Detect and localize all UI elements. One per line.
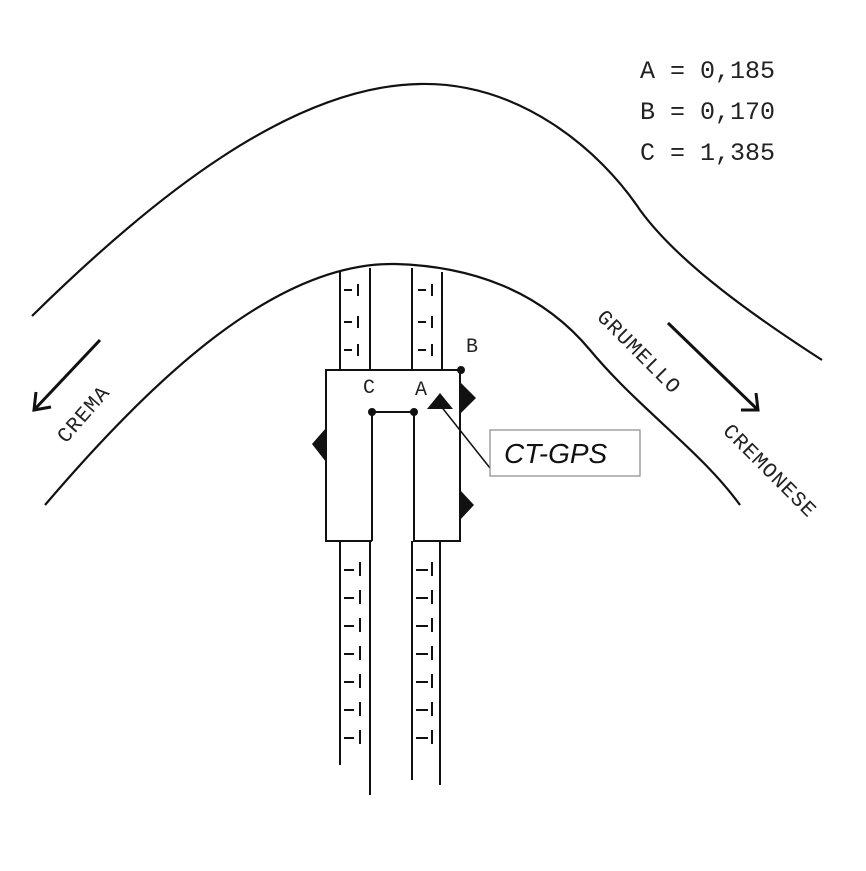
- junction-structure: [325, 369, 461, 542]
- main-road-outer-edge: [31, 82, 823, 361]
- side-road-ties: [344, 284, 433, 744]
- callout-leader-line: [439, 404, 491, 469]
- point-a-triangle-icon: [427, 393, 453, 409]
- point-label-c: C: [363, 377, 375, 400]
- side-road: [339, 268, 443, 795]
- marker-left-icon: [312, 428, 326, 462]
- legend-line-b: B = 0,170: [640, 98, 775, 127]
- point-label-a: A: [415, 379, 427, 402]
- main-road-inner-edge: [44, 262, 741, 506]
- label-grumello: GRUMELLO: [591, 307, 684, 400]
- legend: A = 0,185 B = 0,170 C = 1,385: [640, 57, 775, 168]
- marker-right-bottom-icon: [460, 490, 474, 520]
- point-c-dot-right: [410, 408, 418, 416]
- label-cremonese: CREMONESE: [717, 421, 820, 524]
- side-markers: [312, 382, 476, 520]
- label-crema: CREMA: [54, 382, 116, 448]
- junction-outline: [325, 369, 461, 542]
- arrow-crema-icon: [32, 338, 102, 412]
- survey-points: [368, 366, 465, 416]
- legend-line-c: C = 1,385: [640, 139, 775, 168]
- point-label-b: B: [466, 336, 478, 359]
- point-c-dot-left: [368, 408, 376, 416]
- point-b-dot: [457, 366, 465, 374]
- callout-label: CT-GPS: [504, 438, 608, 469]
- legend-line-a: A = 0,185: [640, 57, 775, 86]
- main-road: [31, 82, 823, 506]
- marker-right-top-icon: [460, 382, 476, 414]
- callout-box: [489, 429, 641, 477]
- arrow-grumello-icon: [666, 321, 760, 412]
